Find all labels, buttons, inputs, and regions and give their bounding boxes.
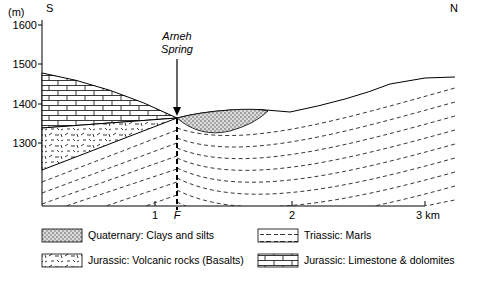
fault-label: F: [174, 209, 181, 222]
legend-text: Jurassic: Limestone & dolomites: [304, 254, 455, 267]
distance-value: 1: [152, 209, 158, 222]
legend-text: Jurassic: Volcanic rocks (Basalts): [88, 254, 244, 267]
elevation-value: 1600: [13, 19, 37, 32]
elevation-value: 1500: [13, 58, 37, 71]
distance-value: 3 km: [416, 209, 440, 222]
elevation-value: 1300: [13, 137, 37, 150]
unit-label: (m): [8, 6, 25, 19]
distance-value: 2: [289, 209, 295, 222]
compass-letter: N: [450, 2, 458, 15]
legend-text: Triassic: Marls: [304, 229, 371, 242]
elevation-value: 1400: [13, 98, 37, 111]
spring-label: Arneh Spring: [154, 30, 200, 56]
compass-letter: S: [46, 2, 53, 15]
legend-text: Quaternary: Clays and silts: [88, 229, 214, 242]
